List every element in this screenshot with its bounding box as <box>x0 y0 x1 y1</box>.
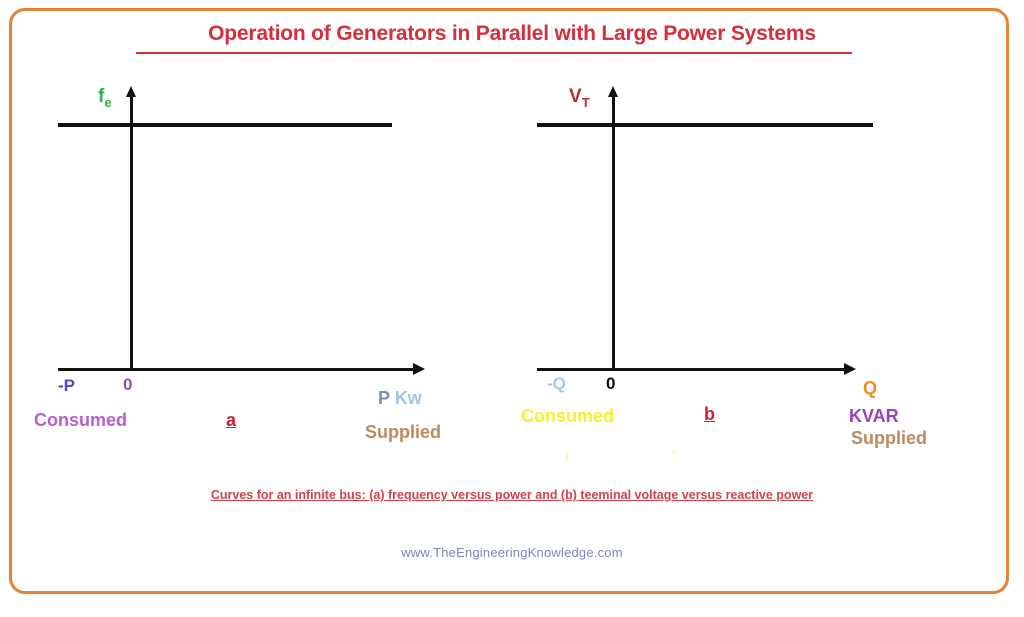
page-title: Operation of Generators in Parallel with… <box>208 22 816 45</box>
x-tick-origin-b: 0 <box>606 374 616 393</box>
x-axis-line-b <box>537 368 845 371</box>
artifact-speck-1 <box>566 452 568 462</box>
outer-frame-border <box>9 8 1009 594</box>
data-curve-b <box>537 123 873 127</box>
y-axis-label-b-base: V <box>569 86 582 107</box>
x-axis-unit-label-a: P Kw <box>378 388 422 409</box>
y-axis-arrowhead-b <box>608 86 618 97</box>
right-region-label-a: Supplied <box>365 422 441 442</box>
title-underline <box>136 52 852 54</box>
x-tick-negative-b: -Q <box>547 374 566 393</box>
footer-website-url: www.TheEngineeringKnowledge.com <box>401 545 623 560</box>
y-axis-arrowhead-a <box>126 86 136 97</box>
chart-panel-a: fe -P 0 Consumed P Kw Supplied a <box>30 0 500 500</box>
x-axis-arrowhead-a <box>413 363 425 375</box>
left-region-label-a: Consumed <box>34 410 128 430</box>
x-tick-negative-a: -P <box>58 376 75 395</box>
figure-caption-text: Curves for an infinite bus: (a) frequenc… <box>210 488 814 502</box>
figure-caption: Curves for an infinite bus: (a) frequenc… <box>0 488 1024 502</box>
x-axis-arrowhead-b <box>844 363 856 375</box>
y-axis-label-a-sub: e <box>104 94 112 110</box>
y-axis-line-a <box>130 95 133 371</box>
x-axis-unit-symbol-a: P <box>378 388 390 408</box>
y-axis-label-b-sub: T <box>581 94 590 110</box>
x-axis-unit-symbol-b: Q <box>863 378 878 398</box>
chart-panel-b: VT -Q 0 Consumed Q KVAR Supplied b <box>508 0 978 500</box>
data-curve-a <box>58 123 392 127</box>
left-region-label-b: Consumed <box>521 406 615 426</box>
y-axis-label-a: fe <box>98 86 112 110</box>
y-axis-line-b <box>612 95 615 371</box>
panel-letter-b: b <box>704 404 715 424</box>
x-tick-origin-a: 0 <box>123 375 133 394</box>
panel-letter-a: a <box>226 410 237 430</box>
y-axis-label-a-base: f <box>98 86 105 107</box>
y-axis-label-b: VT <box>569 86 590 110</box>
artifact-speck-2 <box>671 451 677 453</box>
x-axis-unit-unit-b: KVAR <box>849 406 899 426</box>
x-axis-line-a <box>58 368 414 371</box>
x-axis-unit-unit-a: Kw <box>394 388 422 408</box>
right-region-label-b: Supplied <box>851 428 927 448</box>
